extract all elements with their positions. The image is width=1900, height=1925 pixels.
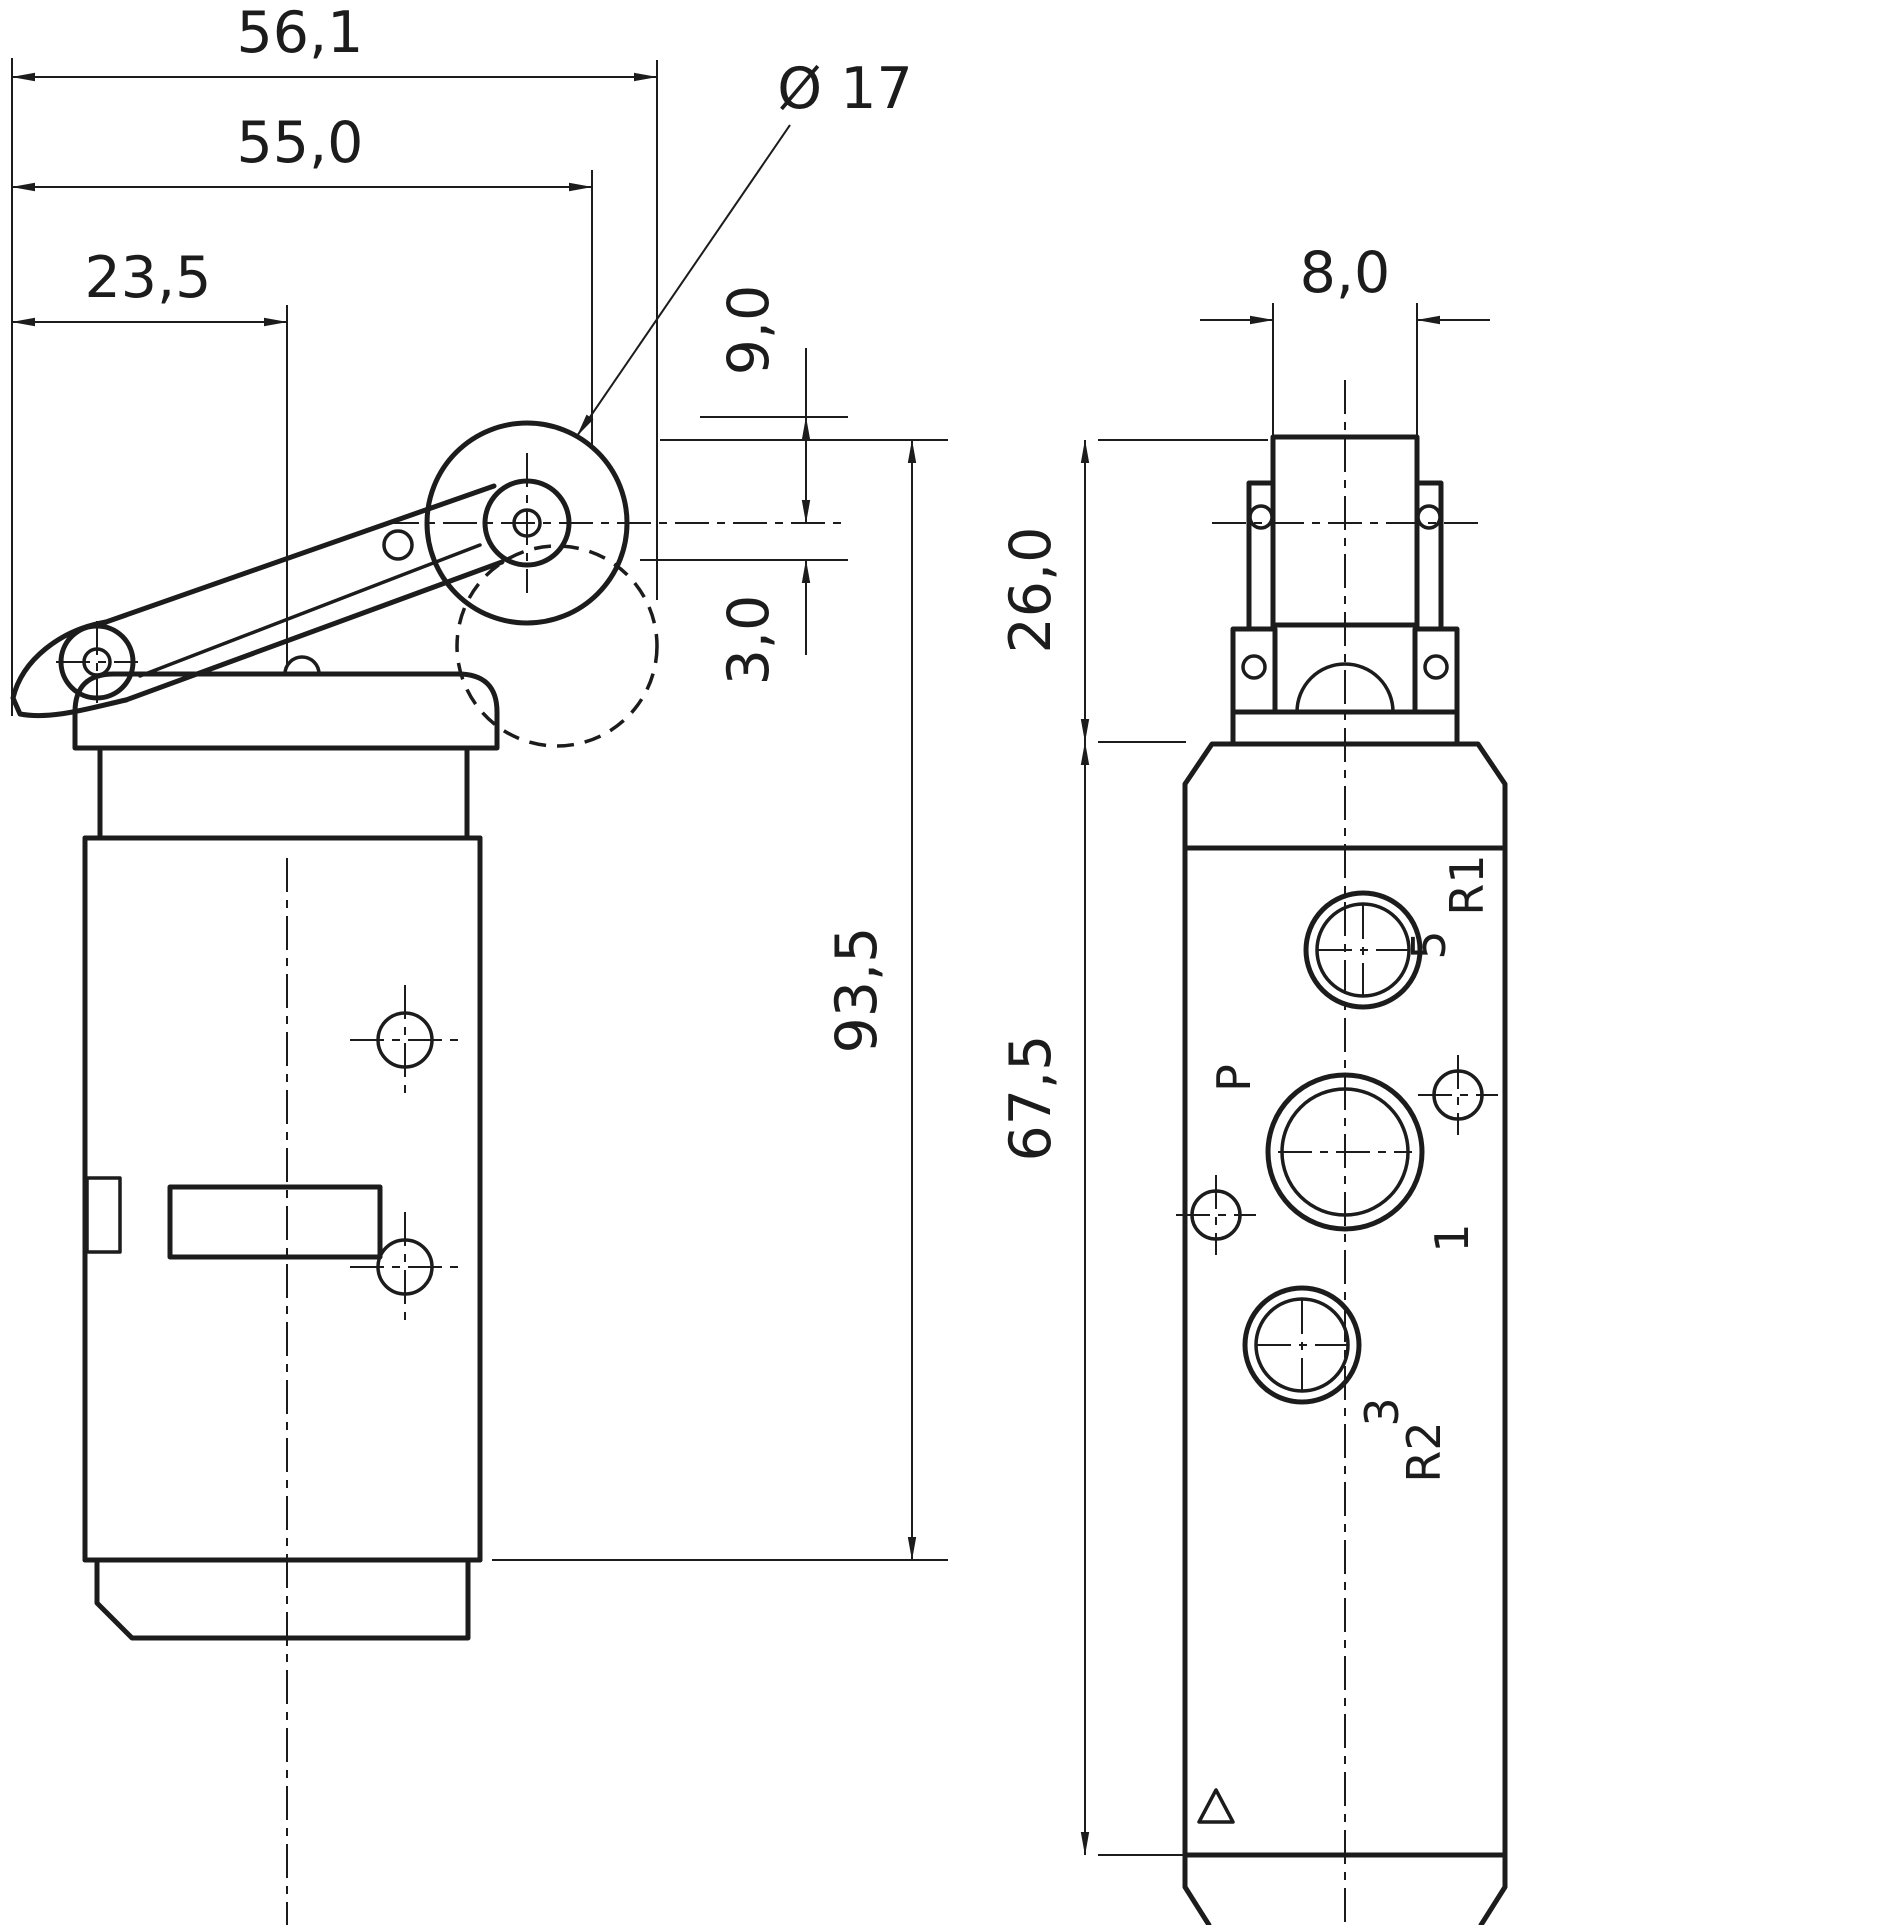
dim-actuator-height: 26,0 [998, 527, 1064, 654]
valve-cap [82, 745, 483, 841]
dim-body-height: 67,5 [998, 1035, 1064, 1162]
plunger-bump [283, 655, 321, 676]
dim-roller-center-length: 55,0 [237, 110, 364, 176]
side-view: 56,1 55,0 23,5 Ø 17 9,0 3,0 [10, 0, 948, 1925]
bracket-screw-right [1423, 654, 1449, 680]
dim-roller-width: 8,0 [1300, 240, 1391, 306]
dim-tip-offset: 23,5 [85, 245, 212, 311]
mounting-hole-upper [350, 985, 460, 1095]
valve-cap-front [1182, 741, 1508, 851]
roller-fork-bracket [1230, 480, 1460, 745]
front-view: R1 5 P 1 3 R2 8,0 26,0 67,5 [998, 240, 1508, 1925]
dim-overtravel: 3,0 [716, 595, 782, 686]
port-label-P: P [1207, 1064, 1261, 1092]
plunger-dome [1295, 662, 1395, 714]
axle-screw-left [1248, 504, 1274, 530]
dim-total-height: 93,5 [824, 927, 890, 1054]
orientation-mark [1197, 1788, 1235, 1824]
port-label-3: 3 [1355, 1397, 1409, 1426]
roller-actuated-position [455, 544, 659, 748]
dim-roller-diameter: Ø 17 [777, 56, 913, 122]
valve-body-side [82, 835, 483, 1641]
bracket-base [1230, 709, 1460, 745]
lever-stop-pin [382, 529, 414, 561]
side-view-dimensions: 56,1 55,0 23,5 Ø 17 9,0 3,0 [11, 0, 948, 1561]
pilot-hole-right [1418, 1055, 1498, 1135]
valve-body-front [1182, 845, 1508, 1925]
lever-mounting-plate [72, 671, 500, 751]
pilot-hole-left [1176, 1175, 1256, 1255]
port-label-R1: R1 [1440, 854, 1494, 915]
port-label-5: 5 [1402, 930, 1456, 959]
port-label-R2: R2 [1397, 1421, 1451, 1482]
port-labels: R1 5 P 1 3 R2 [1207, 854, 1494, 1482]
axle-screw-right [1416, 504, 1442, 530]
dim-pretravel: 9,0 [716, 285, 782, 376]
port-label-1: 1 [1425, 1223, 1479, 1252]
label-slot [167, 1184, 383, 1260]
port-1-P [1265, 1072, 1425, 1232]
front-view-dimensions: 8,0 26,0 67,5 [998, 240, 1490, 1856]
port-5-R1 [1303, 890, 1423, 1010]
roller-side [385, 420, 848, 626]
bracket-screw-left [1241, 654, 1267, 680]
mounting-hole-lower [350, 1212, 460, 1322]
side-tab [85, 1176, 122, 1254]
dim-overall-length: 56,1 [237, 0, 364, 66]
port-3-R2 [1242, 1285, 1362, 1405]
lever-pivot [56, 621, 138, 703]
